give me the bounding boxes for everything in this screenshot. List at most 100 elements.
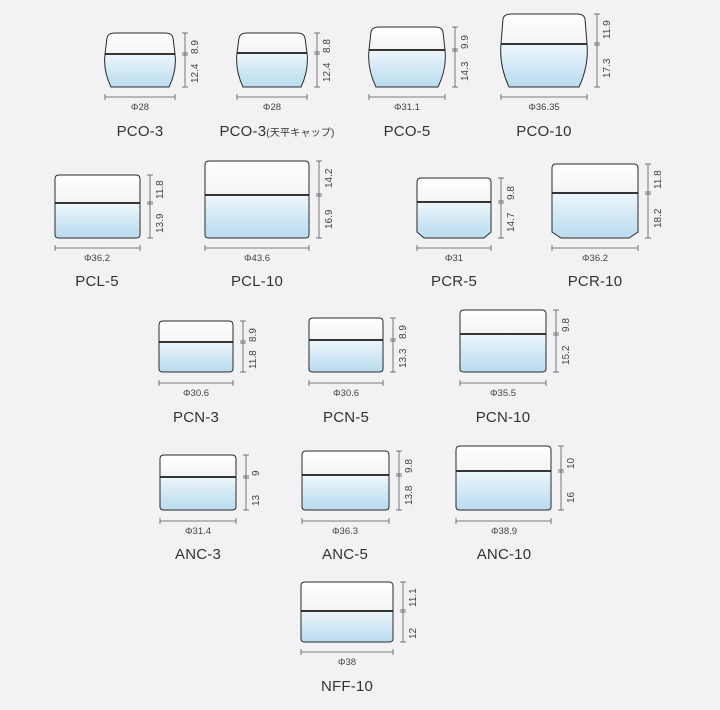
lid-height-label: 9.8 [561,318,572,332]
lid-height-label: 9.8 [506,186,517,200]
lid-height-label: 8.9 [190,39,201,54]
jar-lid [204,160,310,196]
lid-height-label: 11.8 [155,180,166,199]
model-name: PCR-5 [431,273,477,290]
model-name-text: PCL-10 [230,273,284,290]
jar-lid [104,32,176,55]
diameter-label: Φ43.6 [243,253,271,264]
lid-height-label: 9.8 [404,459,415,473]
model-name: PCO-3 [117,123,164,140]
jar-lid [236,32,308,54]
model-name: PCN-3 [173,409,219,426]
jar-body [236,52,308,88]
jar-lid [500,13,588,45]
body-height-label: 12 [408,627,419,639]
model-name: ANC-3 [175,546,221,563]
jar-lid [54,174,141,204]
jar-body [455,470,552,511]
diameter-label: Φ36.35 [528,102,560,113]
model-name-text: PCO-3 [219,123,267,140]
jar-body [308,339,384,373]
jar-lid [368,26,446,51]
jar-pcr-10 [551,163,651,251]
jar-pcl-10 [204,160,322,251]
jar-lid [158,320,234,343]
model-name: PCN-5 [323,409,369,426]
model-name-text: ANC-3 [174,546,222,563]
jar-lid [551,163,639,194]
diameter-label: Φ31 [444,253,464,264]
jar-body [301,474,390,511]
jar-body [500,43,588,88]
body-height-label: 13.9 [155,213,166,233]
jar-body [368,49,446,88]
diameter-label: Φ35.5 [489,388,517,399]
diameter-label: Φ36.2 [83,253,111,264]
diameter-label: Φ30.6 [182,388,210,399]
lid-height-label: 8.9 [398,325,409,339]
jar-pco-10 [500,13,600,100]
jar-body [159,476,237,511]
model-name-text: PCN-3 [172,409,220,426]
model-name: PCN-10 [476,409,531,426]
model-name: NFF-10 [321,678,373,695]
body-height-label: 12.4 [190,63,201,83]
jar-body [300,610,394,643]
jar-pcr-5 [416,177,504,251]
jar-pcn-5 [308,317,396,386]
model-name-text: PCN-5 [322,409,370,426]
body-height-label: 13 [251,494,262,506]
model-name-text: PCL-5 [75,273,119,290]
model-name-text: NFF-10 [320,678,374,695]
body-height-label: 16.9 [324,209,335,229]
model-name: PCO-10 [516,123,571,140]
diameter-label: Φ38 [337,657,357,668]
jar-lid [301,450,390,476]
body-height-label: 17.3 [602,58,613,78]
cap-note: (天平キャップ) [266,128,335,139]
diameter-label: Φ28 [262,102,282,113]
lid-height-label: 9 [251,470,262,476]
body-height-label: 16 [566,491,577,503]
jar-lid [455,445,552,472]
lid-height-label: 10 [566,457,577,469]
model-name: ANC-5 [322,546,368,563]
body-height-label: 18.2 [653,208,664,228]
body-height-label: 13.3 [398,348,409,368]
jar-lid [300,581,394,612]
lid-height-label: 9.9 [460,34,471,49]
jar-pco-3c [236,32,320,100]
model-name: ANC-10 [477,546,532,563]
diameter-label: Φ28 [130,102,150,113]
jar-lid [416,177,492,203]
body-height-label: 15.2 [561,345,572,365]
diameter-label: Φ31.1 [393,102,421,113]
diameter-label: Φ36.3 [331,526,359,537]
body-height-label: 14.7 [506,212,517,232]
model-name-text: PCO-5 [383,123,431,140]
jar-pco-3 [104,32,188,100]
jar-pcn-3 [158,320,246,386]
body-height-label: 14.3 [460,61,471,81]
lid-height-label: 8.9 [248,327,259,342]
model-name-text: PCR-5 [430,273,478,290]
model-name-text: ANC-5 [321,546,369,563]
lid-height-label: 8.8 [322,39,333,53]
model-name-text: ANC-10 [476,546,532,563]
jar-nff-10 [300,581,406,655]
body-height-label: 11.8 [248,350,259,369]
jar-pcn-10 [459,309,559,386]
diameter-label: Φ31.4 [184,526,212,537]
jar-body [54,202,141,239]
jar-lid [308,317,384,341]
diameter-label: Φ30.6 [332,388,360,399]
model-name-text: PCO-10 [516,123,572,140]
model-name-text: PCR-10 [567,273,623,290]
jar-pco-5 [368,26,458,100]
jar-pcl-5 [54,174,153,251]
jar-lid [459,309,547,335]
jar-anc-3 [159,454,249,524]
lid-height-label: 11.1 [408,587,419,607]
model-name: PCR-10 [568,273,623,290]
